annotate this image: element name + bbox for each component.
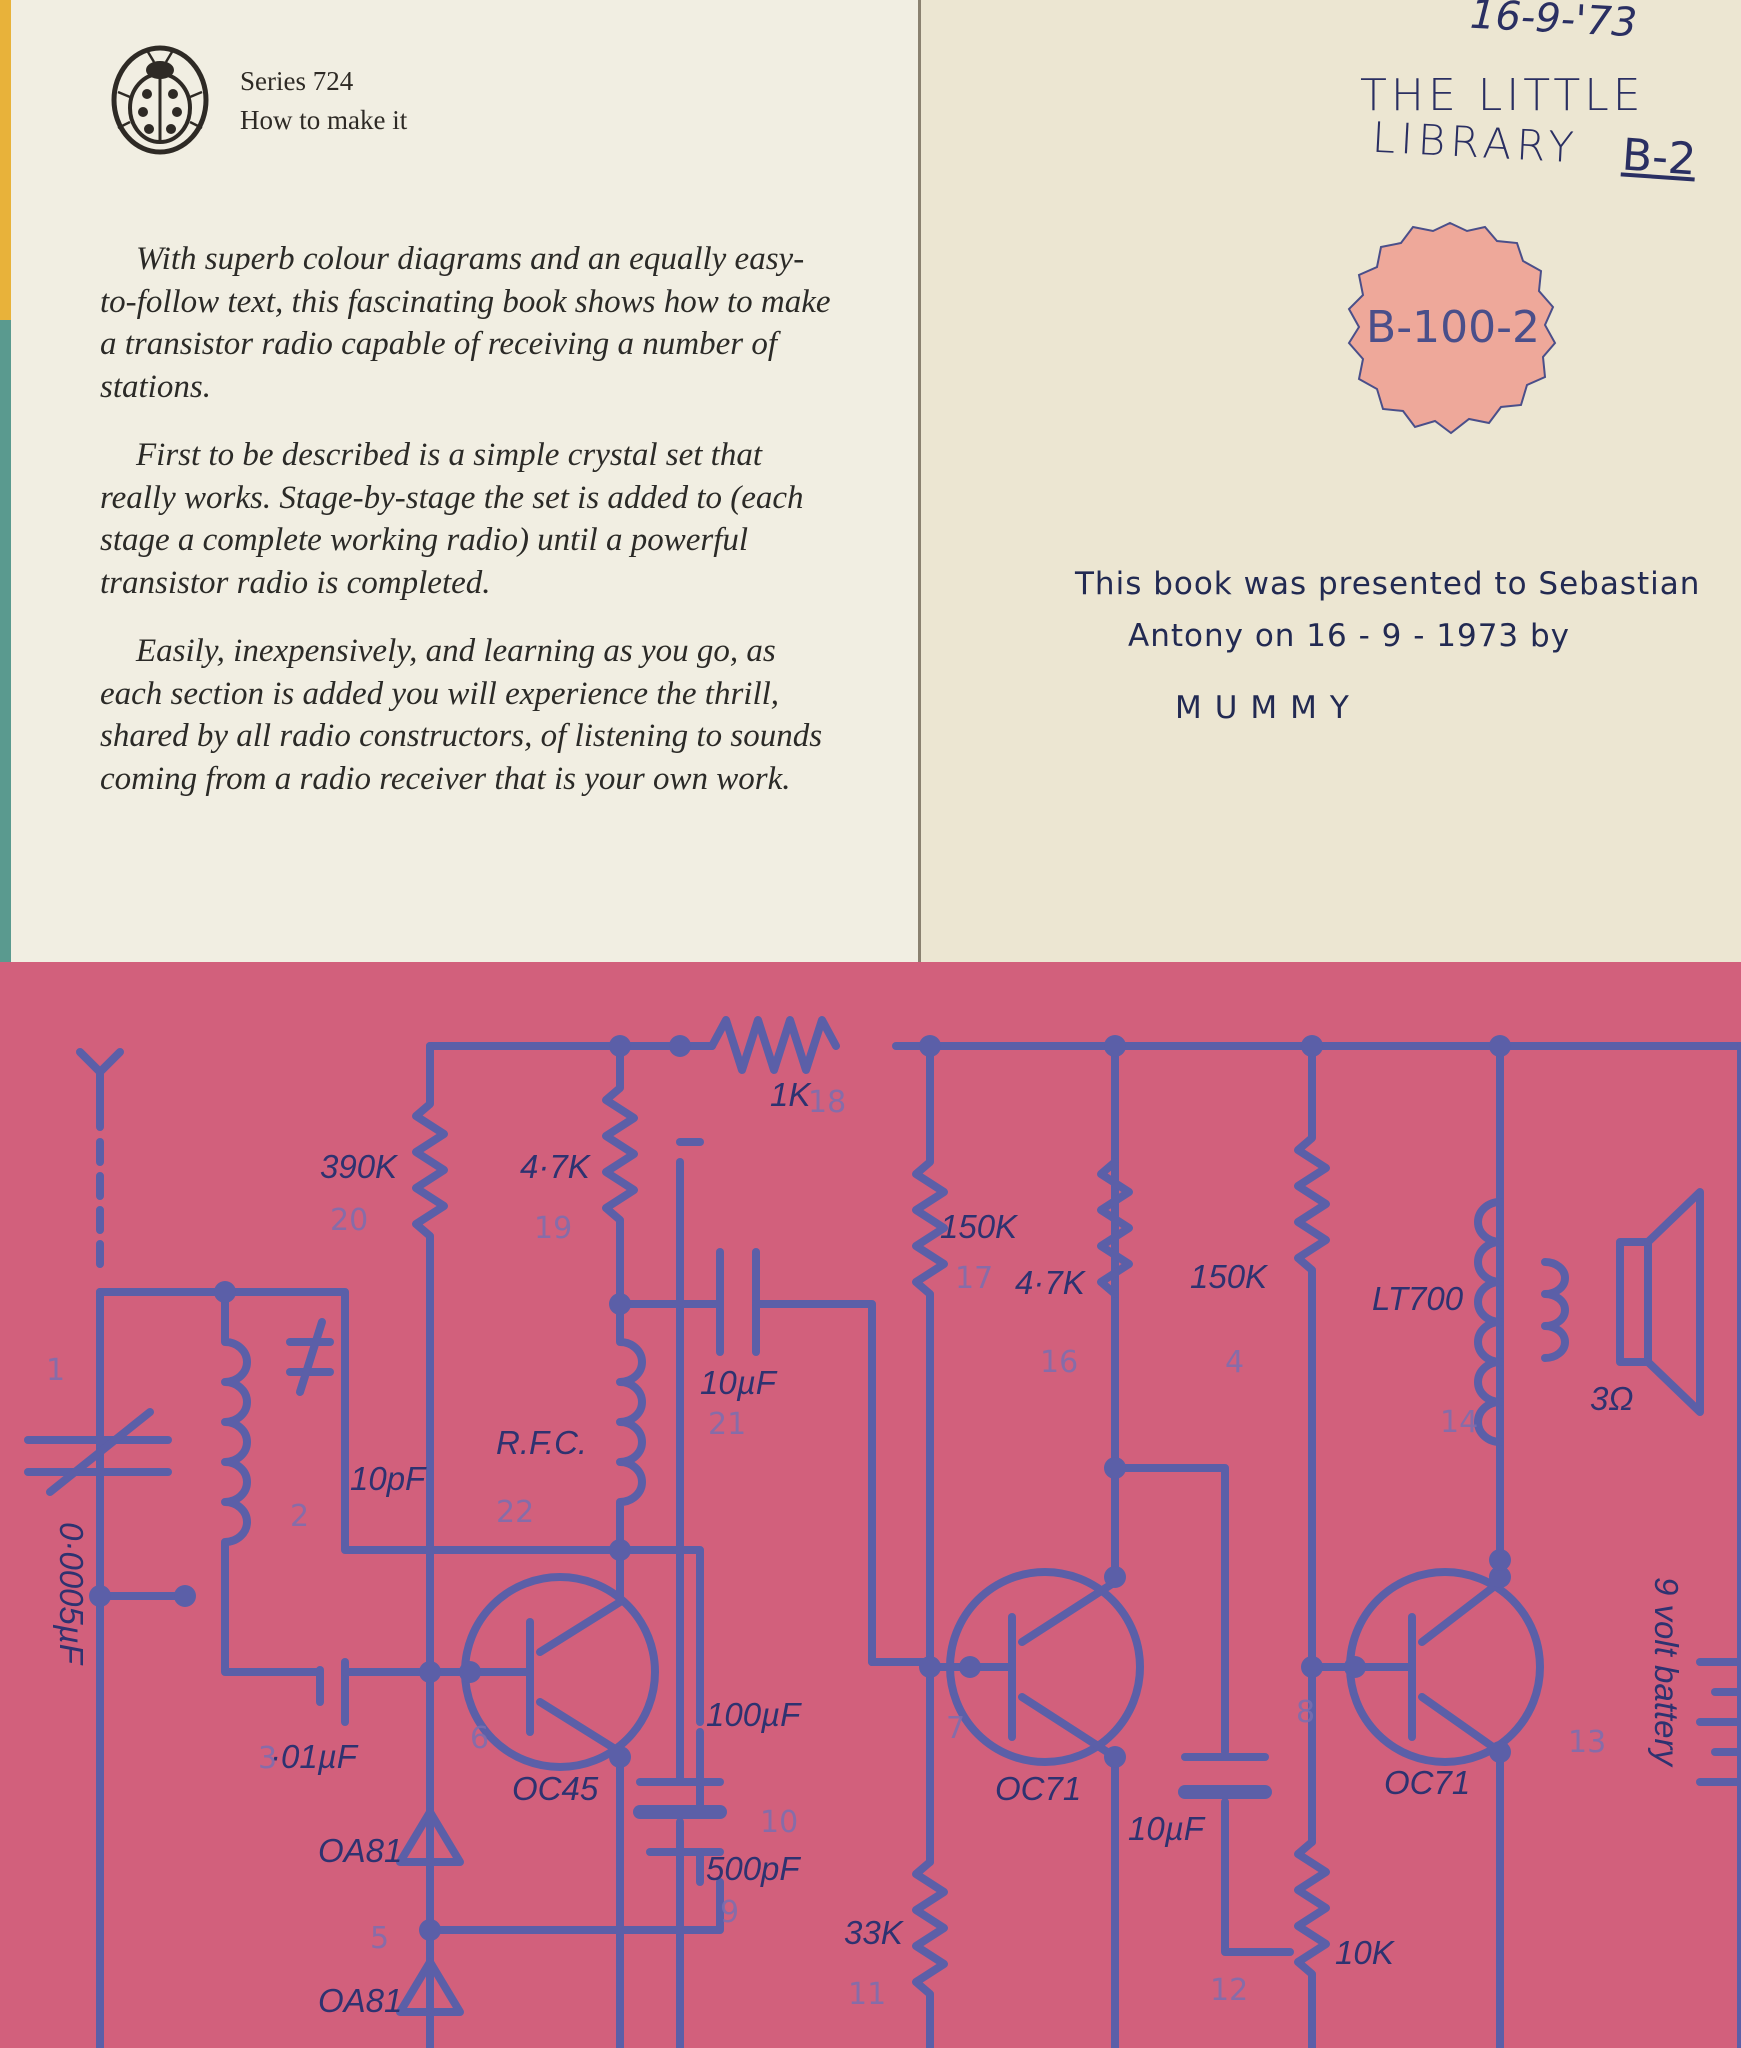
label-10pf: 10pF (350, 1460, 427, 1497)
page-edge-teal (0, 320, 11, 962)
pencil-note: 17 (955, 1261, 993, 1296)
pencil-note: 21 (708, 1407, 746, 1442)
label-oa81-a: OA81 (318, 1832, 402, 1869)
pencil-note: 20 (330, 1203, 368, 1238)
pencil-note: 6 (470, 1721, 489, 1756)
library-name-line1: THE LITTLE (1360, 70, 1645, 121)
pencil-note: 8 (1296, 1695, 1315, 1730)
pencil-note: 2 (290, 1499, 309, 1534)
right-page (920, 0, 1741, 962)
label-rfc: R.F.C. (496, 1424, 587, 1461)
label-150k-a: 150K (940, 1208, 1019, 1245)
inscription-line-1: This book was presented to Sebastian (1075, 566, 1701, 602)
blurb-text: With superb colour diagrams and an equal… (100, 238, 840, 826)
label-150k-b: 150K (1190, 1258, 1269, 1295)
label-4k7-a: 4·7K (520, 1148, 592, 1185)
book-spine (918, 0, 921, 962)
left-page (0, 0, 920, 962)
label-00005uf: 0·0005µF (53, 1522, 90, 1666)
series-subtitle: How to make it (240, 105, 408, 135)
presented-by: MUMMY (1175, 690, 1362, 726)
label-4k7-b: 4·7K (1015, 1264, 1087, 1301)
blurb-paragraph: With superb colour diagrams and an equal… (100, 241, 831, 405)
series-number: Series 724 (240, 66, 354, 96)
pencil-note: 14 (1440, 1405, 1478, 1440)
ladybird-icon (111, 45, 209, 155)
label-lt700: LT700 (1372, 1280, 1464, 1317)
blurb-paragraph: First to be described is a simple crysta… (100, 437, 804, 601)
stamp-code: B-100-2 (1366, 302, 1540, 353)
library-code: B-2 (1620, 129, 1698, 186)
pencil-note: 19 (534, 1211, 572, 1246)
label-oc71-b: OC71 (1384, 1764, 1470, 1801)
label-10uf-a: 10µF (700, 1364, 778, 1401)
label-speaker-ohm: 3Ω (1590, 1380, 1633, 1417)
presentation-inscription: This book was presented to Sebastian Ant… (1075, 558, 1715, 662)
radio-schematic: 390K 4·7K 1K 150K 4·7K 150K LT700 3Ω 10p… (0, 962, 1741, 2048)
inscription-line-2: Antony on 16 - 9 - 1973 by (1128, 618, 1571, 654)
label-10k: 10K (1335, 1934, 1396, 1971)
pencil-note: 18 (808, 1085, 846, 1120)
label-1k: 1K (770, 1076, 812, 1113)
label-390k: 390K (320, 1148, 399, 1185)
label-oc71-a: OC71 (995, 1770, 1081, 1807)
pencil-note: 1 (46, 1353, 65, 1388)
pencil-note: 5 (370, 1921, 389, 1956)
pencil-note: 22 (496, 1495, 534, 1530)
library-stamp (1347, 221, 1557, 435)
label-500pf: 500pF (706, 1850, 801, 1887)
label-10uf-b: 10µF (1128, 1810, 1206, 1847)
pencil-note: 3 (258, 1741, 277, 1776)
schematic-diagram: 390K 4·7K 1K 150K 4·7K 150K LT700 3Ω 10p… (24, 1016, 1741, 2048)
pencil-note: 12 (1210, 1973, 1248, 2008)
label-33k: 33K (844, 1914, 905, 1951)
pencil-note: 10 (760, 1805, 798, 1840)
label-001uf: ·01µF (270, 1738, 359, 1775)
blurb-paragraph: Easily, inexpensively, and learning as y… (100, 633, 823, 797)
label-battery: 9 volt battery (1648, 1577, 1685, 1768)
pencil-note: 7 (946, 1711, 965, 1746)
page-edge-yellow (0, 0, 11, 320)
pencil-note: 16 (1040, 1345, 1078, 1380)
label-oa81-b: OA81 (318, 1982, 402, 2019)
label-oc45: OC45 (512, 1770, 599, 1807)
pencil-note: 9 (720, 1895, 739, 1930)
label-100uf: 100µF (706, 1696, 802, 1733)
pencil-note: 11 (848, 1977, 886, 2012)
pencil-note: 13 (1568, 1725, 1606, 1760)
pencil-note: 4 (1225, 1345, 1244, 1380)
series-info: Series 724 How to make it (240, 62, 407, 140)
